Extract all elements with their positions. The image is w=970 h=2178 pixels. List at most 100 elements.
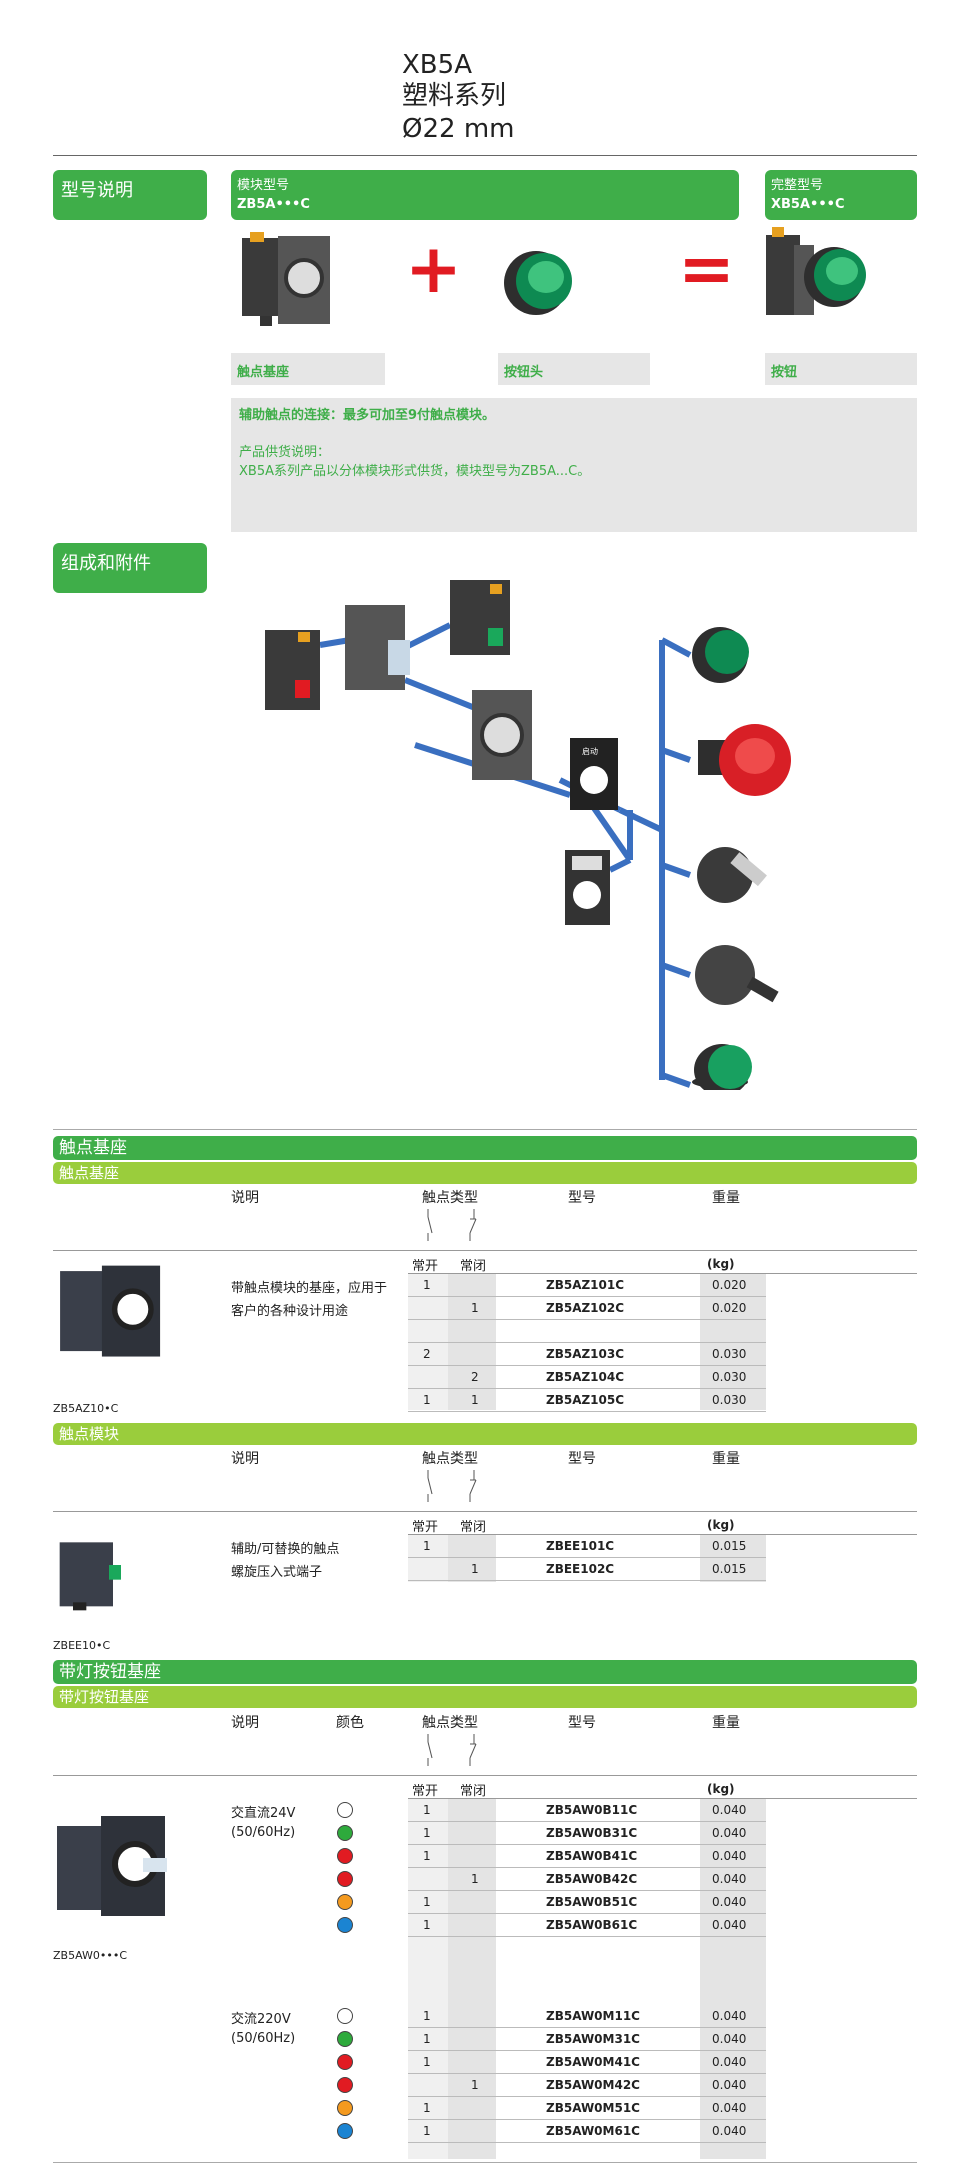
row-weight-value: 0.020 bbox=[712, 1278, 747, 1292]
row-no-value: 1 bbox=[423, 2032, 431, 2046]
supply-notes: 辅助触点的连接：最多可加至9付触点模块。 产品供货说明： XB5A系列产品以分体… bbox=[231, 398, 917, 532]
lit-base-bar: 带灯按钮基座 bbox=[53, 1660, 917, 1684]
row-weight-value: 0.030 bbox=[712, 1370, 747, 1384]
table-row-rule bbox=[408, 1411, 766, 1412]
contact-module-desc-2: 螺旋压入式端子 bbox=[231, 1565, 323, 1580]
color-indicator-icon bbox=[337, 2077, 353, 2093]
table-row-rule bbox=[408, 1342, 766, 1343]
color-indicator-icon bbox=[337, 1848, 353, 1864]
no-column-shade bbox=[408, 1535, 448, 1582]
header-divider bbox=[53, 155, 917, 156]
contact-base-subbar: 触点基座 bbox=[53, 1162, 917, 1184]
row-weight-value: 0.040 bbox=[712, 2078, 747, 2092]
table-row-rule bbox=[408, 2096, 766, 2097]
color-indicator-icon bbox=[337, 2031, 353, 2047]
contact-base-photo-label: ZB5AZ10•C bbox=[53, 1402, 119, 1415]
row-model-value: ZB5AW0M41C bbox=[546, 2055, 640, 2069]
table-row-rule bbox=[408, 1913, 766, 1914]
table-row-rule bbox=[408, 1319, 766, 1320]
table-header-rule bbox=[53, 1250, 917, 1251]
row-model-value: ZB5AW0B51C bbox=[546, 1895, 638, 1909]
table-row-rule bbox=[408, 2142, 766, 2143]
table-row-rule bbox=[408, 1557, 766, 1558]
table-row-rule bbox=[408, 1867, 766, 1868]
row-nc-value: 1 bbox=[471, 1872, 479, 1886]
row-no-value: 1 bbox=[423, 2009, 431, 2023]
composition-diagram: 启动 bbox=[265, 580, 791, 1090]
table-row-rule bbox=[408, 2050, 766, 2051]
lit-group2-desc-1: 交流220V bbox=[231, 2012, 291, 2027]
table-row-rule bbox=[408, 2119, 766, 2120]
col-unit-label: (kg) bbox=[707, 1518, 735, 1532]
row-weight-value: 0.040 bbox=[712, 1803, 747, 1817]
col-nc-label: 常闭 bbox=[460, 1259, 487, 1274]
contact-symbols-icon bbox=[427, 1209, 477, 1241]
row-model-value: ZB5AW0M42C bbox=[546, 2078, 640, 2092]
color-indicator-icon bbox=[337, 1871, 353, 1887]
col-contact-type-header: 触点类型 bbox=[422, 1715, 478, 1731]
note-line1: 辅助触点的连接：最多可加至9付触点模块。 bbox=[239, 408, 496, 423]
row-no-value: 1 bbox=[423, 1849, 431, 1863]
row-no-value: 1 bbox=[423, 1539, 431, 1553]
table-row-rule bbox=[408, 1936, 766, 1937]
row-no-value: 1 bbox=[423, 1826, 431, 1840]
model-explanation-tab: 型号说明 bbox=[53, 170, 207, 220]
row-model-value: ZB5AZ104C bbox=[546, 1370, 625, 1384]
row-model-value: ZB5AW0B42C bbox=[546, 1872, 638, 1886]
table-row-rule bbox=[408, 2027, 766, 2028]
caption-pushbutton: 按钮 bbox=[765, 353, 917, 385]
row-no-value: 1 bbox=[423, 2124, 431, 2138]
row-no-value: 1 bbox=[423, 2101, 431, 2115]
lit-group2-desc-2: (50/60Hz) bbox=[231, 2031, 296, 2046]
row-weight-value: 0.040 bbox=[712, 2101, 747, 2115]
row-weight-value: 0.040 bbox=[712, 1849, 747, 1863]
col-model-header: 型号 bbox=[568, 1190, 596, 1206]
row-weight-value: 0.015 bbox=[712, 1539, 747, 1553]
plus-sign: + bbox=[405, 230, 462, 309]
col-model-header: 型号 bbox=[568, 1715, 596, 1731]
contact-base-desc-2: 客户的各种设计用途 bbox=[231, 1304, 349, 1319]
equals-sign: = bbox=[678, 230, 735, 309]
weight-column-shade bbox=[700, 1799, 766, 2159]
row-weight-value: 0.030 bbox=[712, 1347, 747, 1361]
col-color-header: 颜色 bbox=[336, 1715, 364, 1731]
row-model-value: ZB5AW0M61C bbox=[546, 2124, 640, 2138]
table-row-rule bbox=[408, 1821, 766, 1822]
contact-module-desc-1: 辅助/可替换的触点 bbox=[231, 1542, 340, 1557]
size-title: Ø22 mm bbox=[402, 114, 515, 144]
table-header-rule bbox=[53, 1511, 917, 1512]
full-model-title: 完整型号 bbox=[771, 178, 824, 193]
color-indicator-icon bbox=[337, 1917, 353, 1933]
row-model-value: ZB5AZ102C bbox=[546, 1301, 625, 1315]
model-title: XB5A bbox=[402, 50, 472, 80]
contact-base-image bbox=[242, 232, 330, 326]
col-no-label: 常开 bbox=[412, 1520, 439, 1535]
col-model-header: 型号 bbox=[568, 1451, 596, 1467]
legend-plate-text: 启动 bbox=[582, 746, 598, 756]
composition-tab: 组成和附件 bbox=[53, 543, 207, 593]
col-desc-header: 说明 bbox=[231, 1451, 259, 1467]
color-indicator-icon bbox=[337, 2123, 353, 2139]
table-row-rule bbox=[408, 1890, 766, 1891]
table-row-rule bbox=[408, 2073, 766, 2074]
col-contact-type-header: 触点类型 bbox=[422, 1190, 478, 1206]
row-model-value: ZB5AW0M11C bbox=[546, 2009, 640, 2023]
col-desc-header: 说明 bbox=[231, 1715, 259, 1731]
caption-contact-base: 触点基座 bbox=[231, 353, 385, 385]
contact-base-desc-1: 带触点模块的基座，应用于 bbox=[231, 1281, 388, 1296]
lit-base-photo bbox=[57, 1816, 167, 1916]
col-weight-header: 重量 bbox=[712, 1715, 740, 1731]
row-weight-value: 0.040 bbox=[712, 2032, 747, 2046]
contact-module-photo-label: ZBEE10•C bbox=[53, 1639, 111, 1652]
table-unit-rule bbox=[408, 1798, 917, 1799]
table-row-rule bbox=[408, 1296, 766, 1297]
row-weight-value: 0.015 bbox=[712, 1562, 747, 1576]
row-no-value: 1 bbox=[423, 1895, 431, 1909]
col-no-label: 常开 bbox=[412, 1784, 439, 1799]
row-model-value: ZB5AW0M51C bbox=[546, 2101, 640, 2115]
caption-pushbutton-head: 按钮头 bbox=[498, 353, 650, 385]
lit-base-photo-label: ZB5AW0•••C bbox=[53, 1949, 128, 1962]
row-weight-value: 0.030 bbox=[712, 1393, 747, 1407]
table-unit-rule bbox=[408, 1273, 917, 1274]
contact-base-photo bbox=[60, 1265, 161, 1357]
